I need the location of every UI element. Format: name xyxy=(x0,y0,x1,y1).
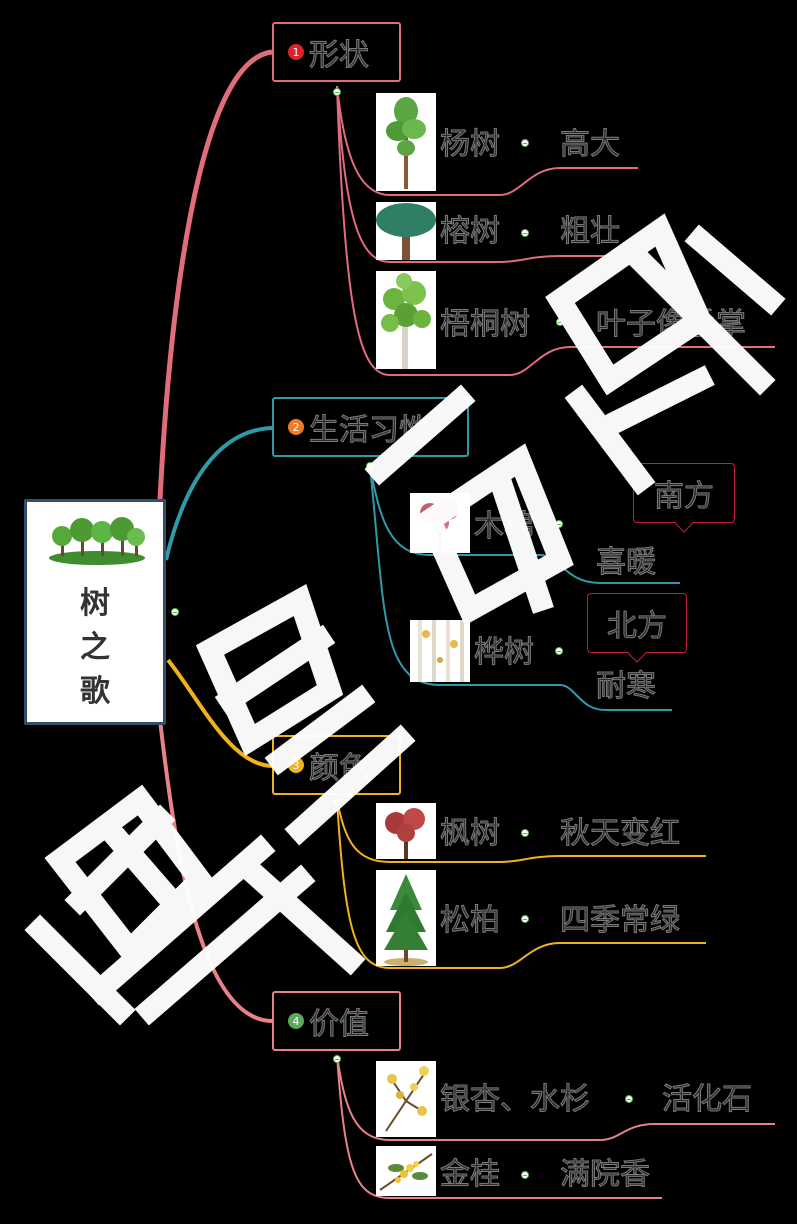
item-desc: 秋天变红 xyxy=(560,816,681,851)
topic-label: 形状 xyxy=(309,38,370,74)
item-name: 梧桐树 xyxy=(440,307,531,342)
collapse-toggle[interactable] xyxy=(171,608,179,616)
item-desc: 耐寒 xyxy=(596,669,657,704)
root-title: 树 之 歌 xyxy=(27,582,163,714)
item-name: 枫树 xyxy=(440,816,501,851)
kapok-tree-icon xyxy=(410,493,470,553)
item-name: 松柏 xyxy=(440,903,501,938)
topic-value[interactable]: 4 价值 xyxy=(272,991,401,1051)
pine-tree-icon xyxy=(376,870,436,966)
collapse-toggle[interactable] xyxy=(333,798,341,806)
collapse-toggle[interactable] xyxy=(521,139,529,147)
topic-habits[interactable]: 2 生活习性 xyxy=(272,397,469,457)
topic-number: 1 xyxy=(288,44,304,60)
root-title-line: 之 xyxy=(80,630,110,665)
callout-north: 北方 xyxy=(587,593,687,653)
birch-tree-icon xyxy=(410,620,470,682)
collapse-toggle[interactable] xyxy=(521,829,529,837)
collapse-toggle[interactable] xyxy=(521,229,529,237)
collapse-toggle[interactable] xyxy=(333,88,341,96)
plane-tree-icon xyxy=(376,271,436,369)
collapse-toggle[interactable] xyxy=(555,520,563,528)
topic-label: 颜色 xyxy=(309,751,370,787)
item-desc: 活化石 xyxy=(662,1082,753,1117)
item-name: 金桂 xyxy=(440,1157,501,1192)
topic-label: 生活习性 xyxy=(309,413,430,449)
collapse-toggle[interactable] xyxy=(366,462,374,470)
item-desc: 满院香 xyxy=(560,1157,651,1192)
topic-color[interactable]: 3 颜色 xyxy=(272,735,401,795)
topic-label: 价值 xyxy=(309,1007,370,1043)
tree-group-icon xyxy=(49,517,145,565)
poplar-tree-icon xyxy=(376,93,436,191)
collapse-toggle[interactable] xyxy=(555,647,563,655)
root-topic[interactable]: 树 之 歌 xyxy=(24,499,166,725)
item-name: 榕树 xyxy=(440,214,501,249)
collapse-toggle[interactable] xyxy=(333,1055,341,1063)
root-title-line: 树 xyxy=(80,586,110,621)
item-desc: 四季常绿 xyxy=(560,903,681,938)
item-name: 杨树 xyxy=(440,127,501,162)
topic-number: 2 xyxy=(288,419,304,435)
callout-south: 南方 xyxy=(633,463,735,523)
topic-number: 3 xyxy=(288,757,304,773)
item-desc: 喜暖 xyxy=(596,545,657,580)
ginkgo-icon xyxy=(376,1061,436,1137)
maple-tree-icon xyxy=(376,803,436,859)
item-desc: 高大 xyxy=(560,127,621,162)
item-name: 木棉 xyxy=(474,509,535,544)
osmanthus-icon xyxy=(376,1146,436,1196)
topic-shape[interactable]: 1 形状 xyxy=(272,22,401,82)
item-desc: 叶子像手掌 xyxy=(596,307,747,342)
root-title-line: 歌 xyxy=(80,674,110,709)
item-name: 桦树 xyxy=(474,635,535,670)
item-desc: 粗壮 xyxy=(560,214,621,249)
topic-number: 4 xyxy=(288,1013,304,1029)
collapse-toggle[interactable] xyxy=(556,318,564,326)
item-name: 银杏、水杉 xyxy=(440,1082,591,1117)
collapse-toggle[interactable] xyxy=(521,915,529,923)
banyan-tree-icon xyxy=(376,202,436,260)
collapse-toggle[interactable] xyxy=(521,1171,529,1179)
collapse-toggle[interactable] xyxy=(625,1095,633,1103)
